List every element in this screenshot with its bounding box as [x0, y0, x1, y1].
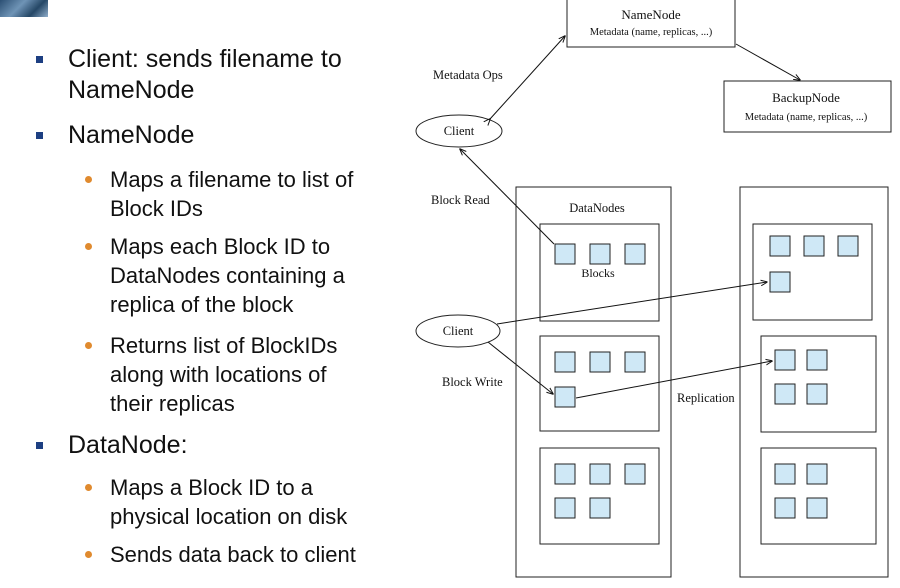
block-read-arrow	[460, 149, 555, 245]
datanode-box-l1	[539, 223, 660, 322]
square-bullet-icon	[36, 132, 43, 139]
dot-bullet-icon	[85, 243, 92, 250]
metadata-ops-arrow	[490, 36, 565, 119]
block	[589, 351, 611, 373]
datanodes-label: DataNodes	[569, 201, 625, 215]
datanode-box-l2	[539, 335, 660, 432]
block-write-label: Block Write	[442, 375, 503, 389]
sub-bullet-maps-filename-text: Maps a filename to list of Block IDs	[110, 167, 354, 221]
backupnode-box	[723, 80, 892, 133]
dot-bullet-icon	[85, 176, 92, 183]
block	[554, 243, 576, 265]
bullet-namenode-text: NameNode	[68, 121, 195, 149]
block	[554, 351, 576, 373]
namenode-meta: Metadata (name, replicas, ...)	[590, 27, 713, 38]
metadata-ops-label: Metadata Ops	[433, 68, 503, 82]
block	[806, 463, 828, 485]
namenode-box	[566, 0, 736, 48]
block	[554, 386, 576, 408]
replication-label: Replication	[677, 391, 735, 405]
client-top	[415, 114, 503, 148]
backupnode-meta: Metadata (name, replicas, ...)	[745, 112, 868, 123]
block	[806, 349, 828, 371]
square-bullet-icon	[36, 442, 43, 449]
namenode-title: NameNode	[621, 7, 680, 22]
block	[774, 463, 796, 485]
square-bullet-icon	[36, 56, 43, 63]
sub-bullet-returns-text: Returns list of BlockIDs along with loca…	[110, 333, 338, 416]
client-bottom-label: Client	[443, 324, 474, 338]
block	[554, 497, 576, 519]
datanode-box-r3	[760, 447, 877, 545]
block	[589, 463, 611, 485]
logo-corner	[0, 0, 48, 17]
block	[806, 383, 828, 405]
sub-bullet-dn-sends-text: Sends data back to client	[110, 542, 356, 567]
replication-arrow	[575, 361, 772, 399]
bullet-datanode-text: DataNode:	[68, 431, 188, 459]
dot-bullet-icon	[85, 551, 92, 558]
block	[769, 235, 791, 257]
bullet-client-text: Client: sends filename to NameNode	[68, 45, 342, 104]
block	[806, 497, 828, 519]
block	[624, 243, 646, 265]
blocks-label: Blocks	[581, 266, 615, 280]
block	[589, 497, 611, 519]
block	[769, 271, 791, 293]
dot-bullet-icon	[85, 484, 92, 491]
block	[803, 235, 825, 257]
block	[589, 243, 611, 265]
block	[624, 463, 646, 485]
backupnode-title: BackupNode	[772, 90, 840, 105]
block	[774, 383, 796, 405]
sub-bullet-maps-blockid-text: Maps each Block ID to DataNodes containi…	[110, 234, 345, 317]
block	[554, 463, 576, 485]
backup-arrow	[735, 43, 800, 80]
datanode-box-l3	[539, 447, 660, 545]
block	[774, 497, 796, 519]
client-write-arrow-remote	[496, 282, 767, 325]
block	[774, 349, 796, 371]
client-top-label: Client	[444, 124, 475, 138]
block-read-label: Block Read	[431, 193, 490, 207]
dot-bullet-icon	[85, 342, 92, 349]
block	[624, 351, 646, 373]
block	[837, 235, 859, 257]
sub-bullet-dn-maps-text: Maps a Block ID to a physical location o…	[110, 475, 348, 529]
bullet-list: Client: sends filename to NameNode NameN…	[0, 0, 410, 588]
client-write-arrow-local	[487, 341, 553, 394]
client-bottom	[415, 314, 501, 348]
